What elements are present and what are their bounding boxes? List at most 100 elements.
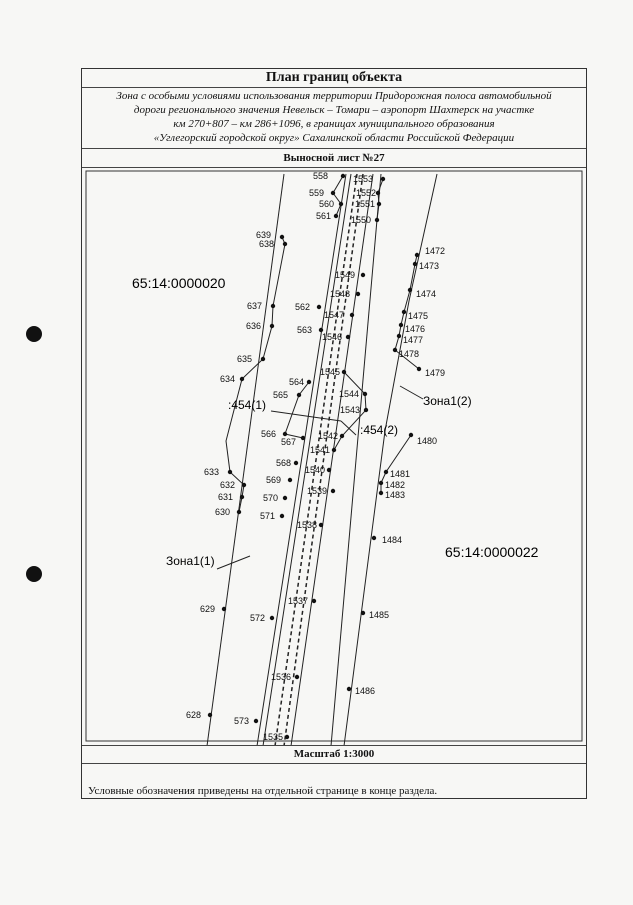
boundary-point — [392, 347, 398, 353]
boundary-point — [260, 356, 266, 362]
point-number-label: 560 — [319, 199, 334, 209]
point-number-label: 561 — [316, 211, 331, 221]
boundary-point — [407, 287, 413, 293]
map-inner-border — [85, 170, 583, 742]
point-number-label: 1537 — [288, 596, 308, 606]
boundary-point — [398, 322, 404, 328]
boundary-point — [374, 217, 380, 223]
parcel-boundary-line — [332, 175, 344, 217]
point-number-label: 632 — [220, 480, 235, 490]
boundary-point — [340, 173, 346, 179]
point-number-label: 569 — [266, 475, 281, 485]
point-number-label: 1474 — [416, 289, 436, 299]
object-description: Зона с особыми условиями использования т… — [82, 87, 586, 145]
boundary-point — [296, 392, 302, 398]
part-label: :454(1) — [228, 398, 266, 412]
point-number-label: 562 — [295, 302, 310, 312]
boundary-point — [330, 488, 336, 494]
point-number-label: 1544 — [339, 389, 359, 399]
point-number-label: 1539 — [307, 486, 327, 496]
point-number-label: 1553 — [353, 174, 373, 184]
parcel-label: 65:14:0000020 — [132, 275, 226, 291]
point-number-label: 571 — [260, 511, 275, 521]
point-number-label: 1481 — [390, 469, 410, 479]
boundary-point — [253, 718, 259, 724]
boundary-point — [227, 469, 233, 475]
binder-hole-top — [26, 326, 42, 342]
point-number-label: 566 — [261, 429, 276, 439]
point-number-label: 638 — [259, 239, 274, 249]
point-number-label: 1552 — [356, 188, 376, 198]
point-number-label: 639 — [256, 230, 271, 240]
description-row: Зона с особыми условиями использования т… — [82, 87, 586, 162]
boundary-point — [300, 435, 306, 441]
point-number-label: 633 — [204, 467, 219, 477]
zone-label: Зона1(2) — [423, 394, 472, 408]
boundary-point — [341, 369, 347, 375]
point-number-label: 1551 — [355, 199, 375, 209]
sheet-row: Выносной лист №27 — [82, 148, 586, 168]
point-number-label: 570 — [263, 493, 278, 503]
boundary-point — [318, 522, 324, 528]
point-number-label: 1550 — [351, 215, 371, 225]
map-scale: Масштаб 1:3000 — [293, 748, 375, 760]
point-number-label: 1538 — [297, 520, 317, 530]
boundary-point — [371, 535, 377, 541]
boundary-point — [236, 509, 242, 515]
point-number-label: 1473 — [419, 261, 439, 271]
point-number-label: 563 — [297, 325, 312, 335]
zone-boundary-line — [343, 173, 438, 747]
boundary-point — [363, 407, 369, 413]
point-number-label: 637 — [247, 301, 262, 311]
point-number-label: 1479 — [425, 368, 445, 378]
point-number-label: 558 — [313, 171, 328, 181]
boundary-point — [383, 469, 389, 475]
road-boundary-line — [330, 173, 382, 747]
point-number-label: 1549 — [335, 270, 355, 280]
boundary-point — [279, 234, 285, 240]
point-number-label: 636 — [246, 321, 261, 331]
point-number-label: 629 — [200, 604, 215, 614]
point-number-label: 630 — [215, 507, 230, 517]
point-number-label: 1543 — [340, 405, 360, 415]
point-number-label: 568 — [276, 458, 291, 468]
leader-line — [216, 555, 251, 570]
scale-row: Масштаб 1:3000 — [82, 745, 586, 764]
point-number-label: 1485 — [369, 610, 389, 620]
point-number-label: 1535 — [263, 732, 283, 742]
boundary-point — [331, 447, 337, 453]
point-number-label: 1536 — [271, 672, 291, 682]
description-line: «Углегорский городской округ» Сахалинско… — [153, 132, 515, 144]
description-line: км 270+807 – км 286+1096, в границах мун… — [173, 118, 495, 130]
boundary-point — [282, 495, 288, 501]
point-number-label: 1548 — [330, 289, 350, 299]
point-number-label: 1480 — [417, 436, 437, 446]
boundary-point — [311, 598, 317, 604]
point-number-label: 1545 — [320, 367, 340, 377]
boundary-point — [360, 272, 366, 278]
point-number-label: 1475 — [408, 311, 428, 321]
point-number-label: 1547 — [324, 310, 344, 320]
parcel-boundary-line — [229, 471, 245, 513]
description-line: дороги регионального значения Невельск –… — [133, 104, 535, 116]
point-number-label: 635 — [237, 354, 252, 364]
point-number-label: 1486 — [355, 686, 375, 696]
boundary-point — [279, 513, 285, 519]
point-number-label: 1483 — [385, 490, 405, 500]
road-axis-line — [274, 173, 358, 747]
boundary-point — [338, 201, 344, 207]
boundary-point — [284, 734, 290, 740]
plan-title: План границ объекта — [265, 70, 403, 85]
boundary-point — [221, 606, 227, 612]
point-number-label: 559 — [309, 188, 324, 198]
boundary-point — [380, 176, 386, 182]
parcel-boundary-line — [394, 254, 420, 370]
point-number-label: 1541 — [310, 445, 330, 455]
point-number-label: 628 — [186, 710, 201, 720]
boundary-point — [333, 213, 339, 219]
boundary-point — [360, 610, 366, 616]
boundary-point — [293, 460, 299, 466]
boundary-point — [318, 327, 324, 333]
boundary-point — [414, 252, 420, 258]
